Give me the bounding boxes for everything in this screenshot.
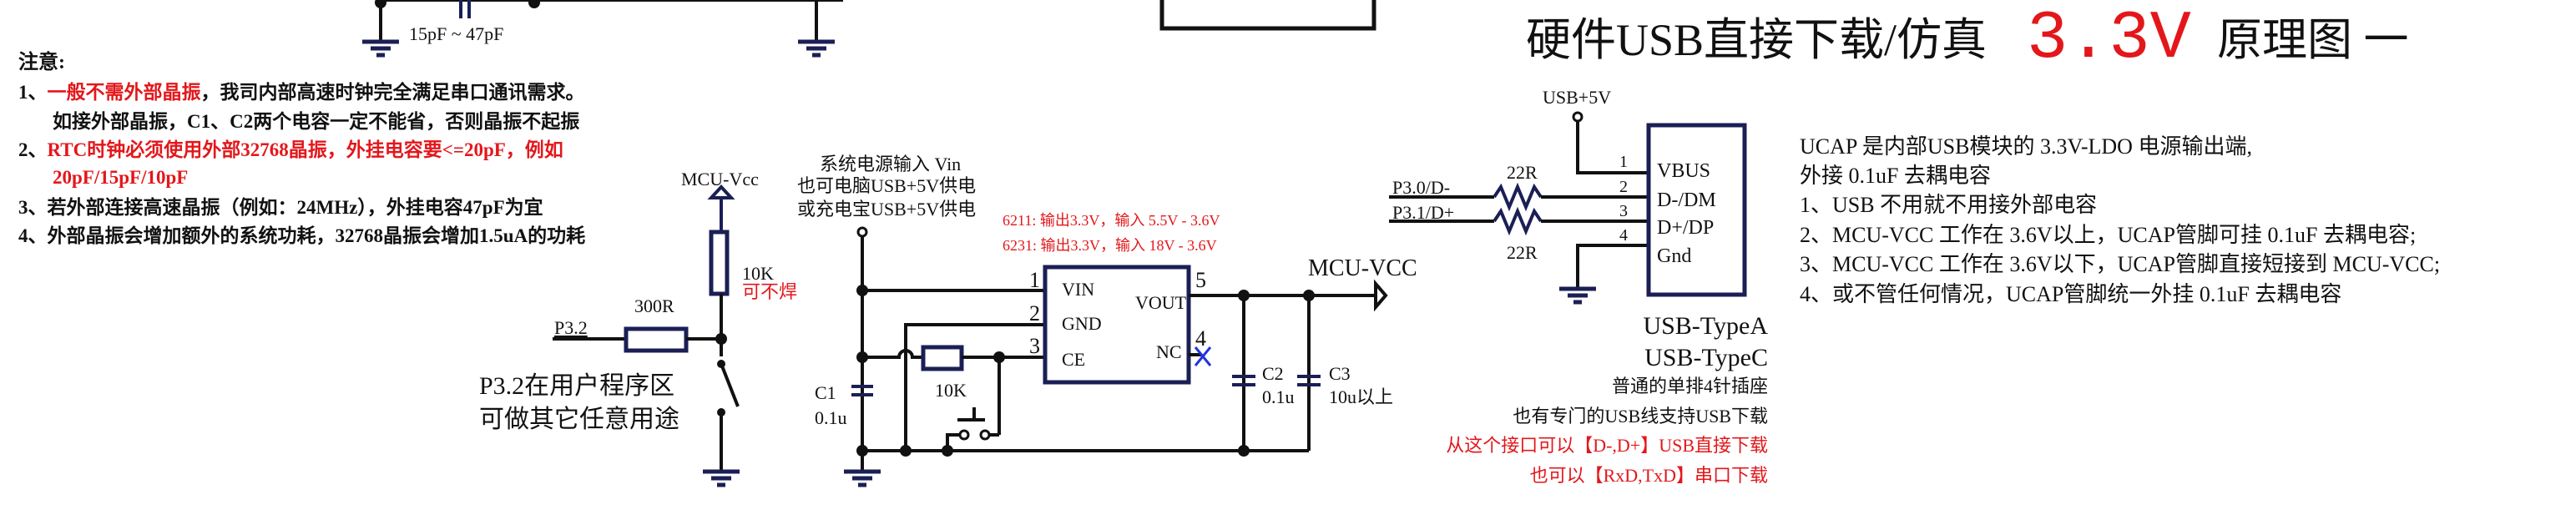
usb-pin-number: 3	[1619, 202, 1628, 220]
usb-note-3: 从这个接口可以【D-,D+】USB直接下载	[1446, 435, 1768, 456]
ldo-regulator	[1043, 265, 1191, 385]
ground-icon	[703, 469, 740, 487]
junction-dot	[715, 333, 727, 345]
usb-pin-number: 1	[1619, 153, 1628, 171]
dm-net-label: P3.0/D-	[1392, 177, 1450, 198]
usb-gnd-wire	[1576, 244, 1649, 289]
vbus-terminal	[1572, 111, 1583, 123]
c1-value: 0.1u	[815, 407, 847, 428]
ldo-pin-number: 5	[1195, 268, 1206, 292]
c3-value: 10u以上	[1329, 386, 1393, 407]
ldo-pin-name: CE	[1062, 349, 1085, 370]
p32-net-label: P3.2	[554, 317, 588, 338]
usb-type-a-label: USB-TypeA	[1643, 312, 1768, 340]
reset-circuit: MCU-Vcc 10K 可不焊 300R P3.2 P3.2在用户程序区 可做其…	[479, 169, 797, 487]
ldo-pin-number: 2	[1029, 301, 1040, 326]
ce-resistor-value: 10K	[935, 380, 967, 401]
output-arrow-icon	[1374, 279, 1388, 312]
pullup-resistor	[709, 230, 730, 296]
title-suffix: 原理图 一	[2217, 15, 2409, 65]
r-dp-value: 22R	[1507, 242, 1538, 263]
ldo-pin-name: VOUT	[1135, 292, 1187, 313]
ce-wire	[862, 349, 923, 359]
button-contact	[979, 429, 991, 441]
series-resistor-value: 300R	[634, 295, 674, 316]
series-resistor	[624, 326, 689, 353]
ldo-pin-number: 4	[1195, 326, 1206, 351]
ucap-notes: UCAP 是内部USB模块的 3.3V-LDO 电源输出端, 外接 0.1uF …	[1800, 134, 2440, 306]
pullup-note: 可不焊	[742, 281, 797, 302]
ce-resistor	[921, 345, 964, 371]
usb-note-4: 也可以【RxD,TxD】串口下载	[1530, 465, 1768, 486]
ldo-pin-name: VIN	[1062, 279, 1094, 300]
resistor-22r-dm	[1493, 182, 1543, 212]
usb-pin-name: VBUS	[1657, 160, 1710, 182]
ground-icon	[362, 39, 399, 58]
usb-pin-number: 4	[1619, 226, 1628, 245]
r-dm-value: 22R	[1507, 162, 1538, 183]
crystal-cap-range: 15pF ~ 47pF	[409, 23, 503, 44]
crystal-fragment: 15pF ~ 47pF	[362, 0, 1376, 58]
c3-label: C3	[1329, 363, 1351, 384]
power-input-line3: 或充电宝USB+5V供电	[797, 199, 976, 220]
pullup-value: 10K	[742, 263, 774, 284]
usb-connector-circuit: USB+5V 1 P3.0/D- P3.1/D+ 22R 22R 2 3 4 V…	[1389, 87, 1768, 486]
ldo-pin-name: NC	[1156, 341, 1182, 362]
usb-pin-name: Gnd	[1657, 245, 1691, 267]
notes-heading: 注意:	[18, 50, 65, 73]
ldo-pin-number: 3	[1029, 334, 1040, 358]
note-line: 20pF/15pF/10pF	[53, 167, 188, 188]
title-voltage: 3.3V	[2027, 0, 2191, 78]
p32-note-line2: 可做其它任意用途	[479, 406, 679, 433]
ucap-note-line: UCAP 是内部USB模块的 3.3V-LDO 电源输出端,	[1800, 134, 2252, 159]
ground-icon	[844, 469, 881, 487]
switch-lever[interactable]	[720, 363, 740, 407]
power-input-line1: 系统电源输入 Vin	[820, 154, 961, 174]
c2-label: C2	[1262, 363, 1284, 384]
no-connect-icon	[1194, 346, 1212, 366]
usb-5v-label: USB+5V	[1543, 87, 1611, 108]
power-input-line2: 也可电脑USB+5V供电	[797, 175, 976, 196]
usb-pin-number: 2	[1619, 178, 1628, 196]
gnd-wire	[904, 323, 1045, 451]
ldo-circuit: 系统电源输入 Vin 也可电脑USB+5V供电 或充电宝USB+5V供电 621…	[797, 154, 1417, 487]
note-line: 2、RTC时钟必须使用外部32768晶振，外挂电容要<=20pF，例如	[18, 139, 563, 160]
title-prefix: 硬件USB直接下载/仿真	[1526, 15, 1987, 65]
chip-outline-fragment	[1159, 0, 1376, 31]
c2-value: 0.1u	[1262, 386, 1295, 407]
ldo-pin-name: GND	[1062, 313, 1102, 334]
button-contact	[958, 429, 970, 441]
ucap-note-line: 外接 0.1uF 去耦电容	[1800, 164, 1991, 188]
note-line: 3、若外部连接高速晶振（例如：24MHz），外挂电容47pF为宜	[18, 196, 543, 218]
junction-dot	[528, 0, 540, 8]
vin-terminal	[856, 226, 868, 238]
ldo-6211-note: 6211: 输出3.3V，输入 5.5V - 3.6V	[1003, 212, 1220, 229]
note-line: 4、外部晶振会增加额外的系统功耗，32768晶振会增加1.5uA的功耗	[18, 225, 585, 246]
resistor-22r-dp	[1493, 206, 1543, 236]
c1-label: C1	[815, 382, 836, 403]
notes-block: 注意: 1、一般不需外部晶振，我司内部高速时钟完全满足串口通讯需求。 如接外部晶…	[18, 50, 585, 246]
ucap-note-line: 3、MCU-VCC 工作在 3.6V以下，UCAP管脚直接短接到 MCU-VCC…	[1800, 252, 2440, 276]
ldo-pin-number: 1	[1029, 268, 1040, 292]
vbus-wire	[1576, 121, 1649, 174]
usb-note-2: 也有专门的USB线支持USB下载	[1513, 406, 1768, 427]
mcu-vcc-net-label: MCU-VCC	[1308, 255, 1417, 281]
ground-icon	[1559, 286, 1596, 305]
ucap-note-line: 2、MCU-VCC 工作在 3.6V以上，UCAP管脚可挂 0.1uF 去耦电容…	[1800, 223, 2416, 247]
note-line: 如接外部晶振，C1、C2两个电容一定不能省，否则晶振不起振	[53, 110, 579, 132]
usb-pin-name: D+/DP	[1657, 217, 1714, 239]
dp-net-label: P3.1/D+	[1392, 202, 1454, 223]
ucap-note-line: 4、或不管任何情况，UCAP管脚统一外挂 0.1uF 去耦电容	[1800, 282, 2341, 306]
note-line: 1、一般不需外部晶振，我司内部高速时钟完全满足串口通讯需求。	[18, 81, 585, 103]
usb-note-1: 普通的单排4针插座	[1612, 376, 1768, 396]
page-title: 硬件USB直接下载/仿真 3.3V 原理图 一	[1526, 0, 2409, 78]
junction-dot	[1238, 445, 1250, 457]
ucap-note-line: 1、USB 不用就不用接外部电容	[1800, 193, 2097, 217]
ground-icon	[798, 39, 835, 58]
usb-connector	[1646, 123, 1747, 297]
usb-pin-name: D-/DM	[1657, 189, 1716, 211]
ldo-6231-note: 6231: 输出3.3V，输入 18V - 3.6V	[1003, 237, 1217, 254]
p32-note-line1: P3.2在用户程序区	[479, 372, 674, 400]
usb-type-c-label: USB-TypeC	[1644, 344, 1768, 371]
